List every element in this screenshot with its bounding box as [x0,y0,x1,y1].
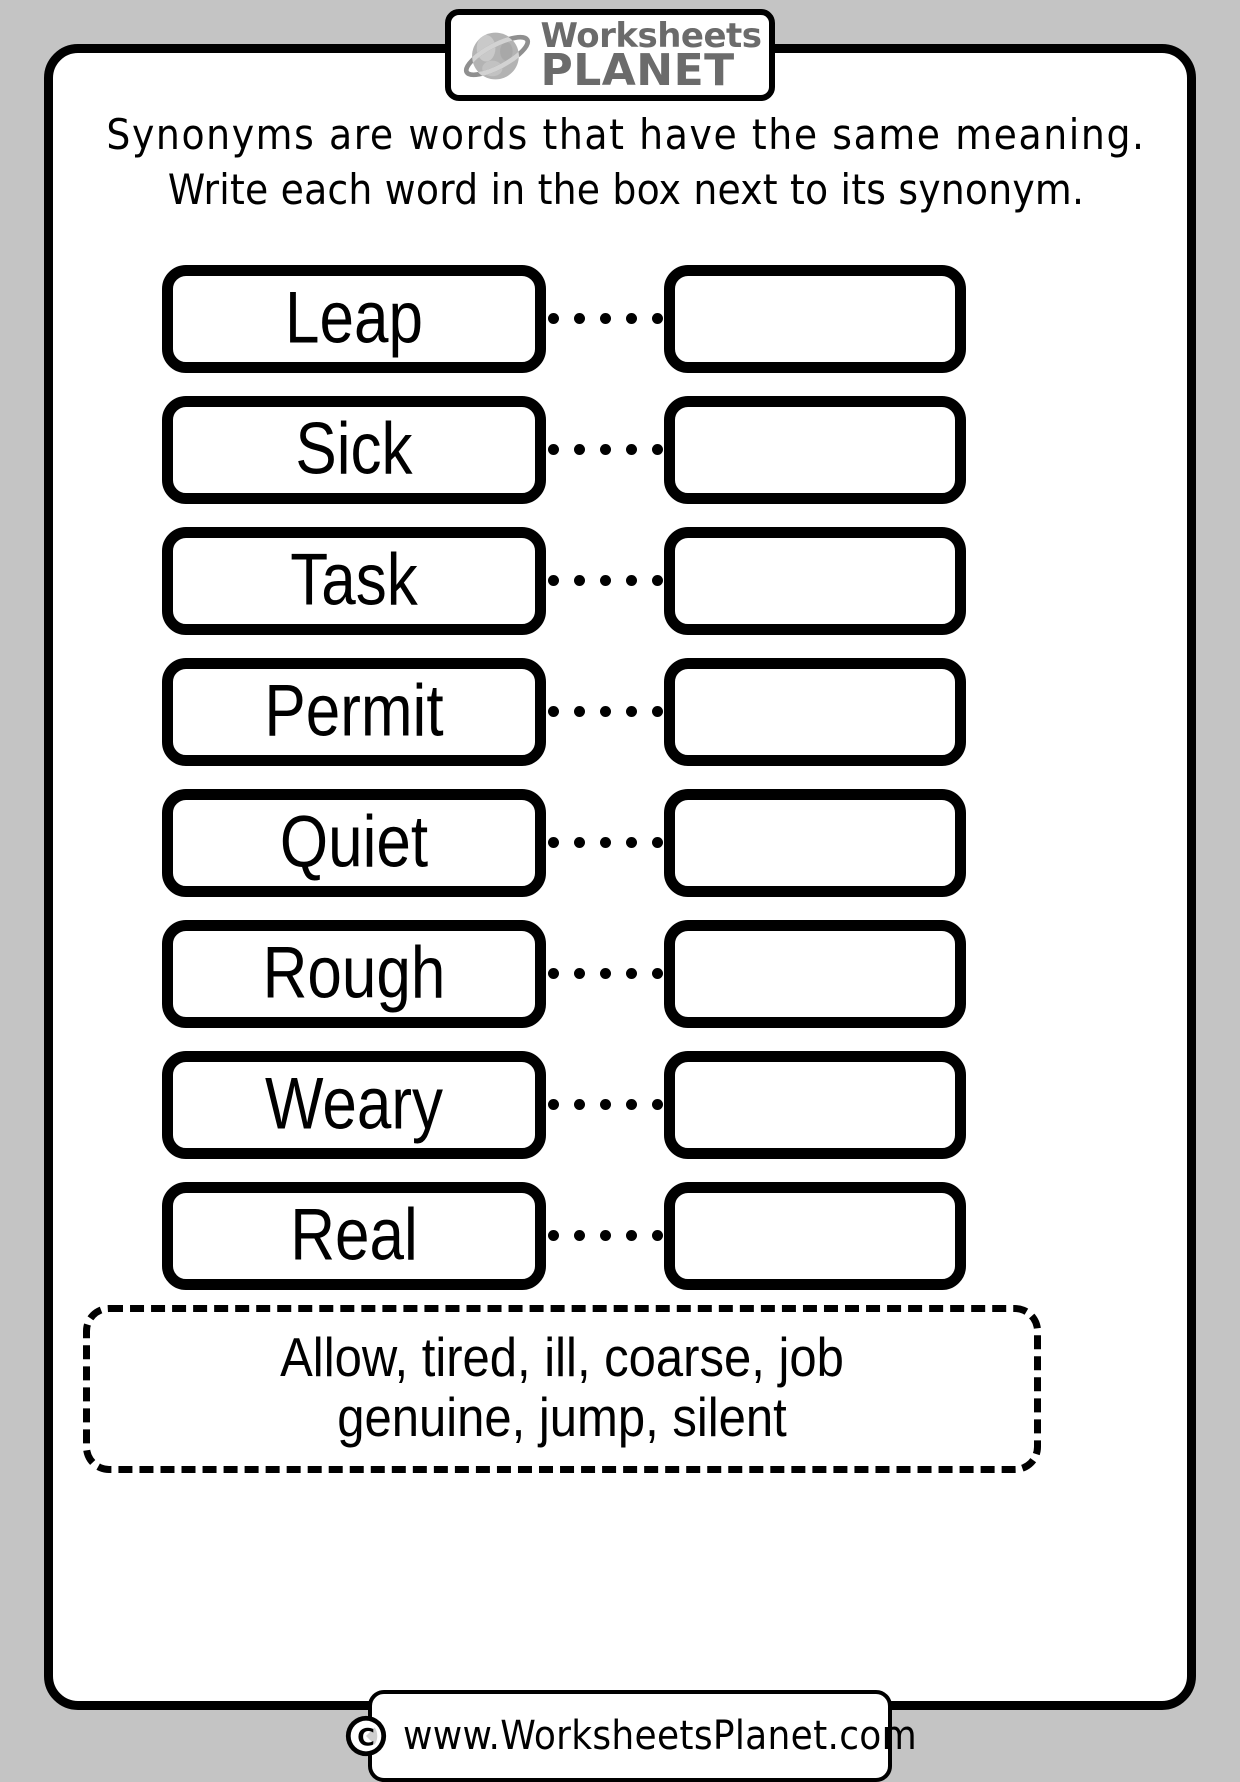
matching-row: Rough [53,908,1187,1039]
connector-dot [547,444,559,455]
connector-dot [573,968,585,979]
connector-dot [625,444,637,455]
word-label: Rough [262,932,446,1014]
connector-dot [547,1099,559,1110]
dotted-connector [546,706,664,717]
word-box: Rough [162,919,546,1028]
connector-dot [599,313,611,324]
instructions: Synonyms are words that have the same me… [71,107,1181,218]
logo-line-2: PLANET [540,44,735,96]
connector-dot [547,837,559,848]
planet-icon [464,32,531,80]
connector-dot [625,575,637,586]
connector-dot [651,444,663,455]
connector-dot [599,1099,611,1110]
word-box: Leap [162,264,546,373]
connector-dot [547,313,559,324]
connector-dot [547,575,559,586]
matching-row: Task [53,515,1187,646]
word-box: Task [162,526,546,635]
connector-dot [651,968,663,979]
connector-dot [599,706,611,717]
matching-row: Sick [53,384,1187,515]
word-box: Weary [162,1050,546,1159]
connector-dot [573,837,585,848]
connector-dot [573,1230,585,1241]
matching-row: Quiet [53,777,1187,908]
connector-dot [599,575,611,586]
dotted-connector [546,444,664,455]
footer-url: www.WorksheetsPlanet.com [403,1713,917,1759]
copyright-icon: C [345,1715,387,1757]
word-box: Quiet [162,788,546,897]
answer-box[interactable] [664,264,966,373]
connector-dot [599,1230,611,1241]
connector-dot [625,1230,637,1241]
connector-dot [625,313,637,324]
answer-box[interactable] [664,395,966,504]
worksheet-page: Worksheets PLANET Synonyms are words tha… [44,9,1196,1782]
word-label: Permit [264,670,444,752]
instruction-line-1: Synonyms are words that have the same me… [106,110,1146,159]
connector-dot [573,706,585,717]
connector-dot [625,968,637,979]
dotted-connector [546,575,664,586]
matching-row: Weary [53,1039,1187,1170]
word-label: Real [290,1194,418,1276]
word-box: Permit [162,657,546,766]
footer-badge: C www.WorksheetsPlanet.com [345,1690,917,1782]
connector-dot [547,1230,559,1241]
word-box: Real [162,1181,546,1290]
dotted-connector [546,313,664,324]
dotted-connector [546,968,664,979]
matching-row: Permit [53,646,1187,777]
connector-dot [651,575,663,586]
connector-dot [625,706,637,717]
connector-dot [573,444,585,455]
word-bank-line-2: genuine, jump, silent [337,1387,787,1449]
connector-dot [547,968,559,979]
connector-dot [599,837,611,848]
word-bank: Allow, tired, ill, coarse, job genuine, … [83,1305,1041,1473]
word-label: Quiet [279,801,429,883]
connector-dot [573,575,585,586]
connector-dot [573,313,585,324]
dotted-connector [546,837,664,848]
connector-dot [625,1099,637,1110]
word-bank-line-1: Allow, tired, ill, coarse, job [280,1327,844,1389]
word-label: Task [290,539,418,621]
logo-wordmark: Worksheets PLANET [540,15,762,96]
svg-text:C: C [357,1724,375,1752]
answer-box[interactable] [664,657,966,766]
answer-box[interactable] [664,526,966,635]
connector-dot [651,706,663,717]
connector-dot [547,706,559,717]
word-label: Sick [295,408,413,490]
matching-row: Leap [53,253,1187,384]
connector-dot [651,837,663,848]
word-label: Weary [264,1063,443,1145]
instruction-line-2: Write each word in the box next to its s… [167,165,1085,215]
logo-line-1: Worksheets [540,15,762,56]
dotted-connector [546,1230,664,1241]
matching-row: Real [53,1170,1187,1301]
answer-box[interactable] [664,788,966,897]
connector-dot [599,968,611,979]
answer-box[interactable] [664,1050,966,1159]
connector-dot [573,1099,585,1110]
answer-box[interactable] [664,919,966,1028]
answer-box[interactable] [664,1181,966,1290]
word-label: Leap [285,277,423,359]
connector-dot [599,444,611,455]
connector-dot [651,1099,663,1110]
brand-logo-badge: Worksheets PLANET [445,9,775,101]
connector-dot [651,1230,663,1241]
dotted-connector [546,1099,664,1110]
word-box: Sick [162,395,546,504]
connector-dot [651,313,663,324]
connector-dot [625,837,637,848]
